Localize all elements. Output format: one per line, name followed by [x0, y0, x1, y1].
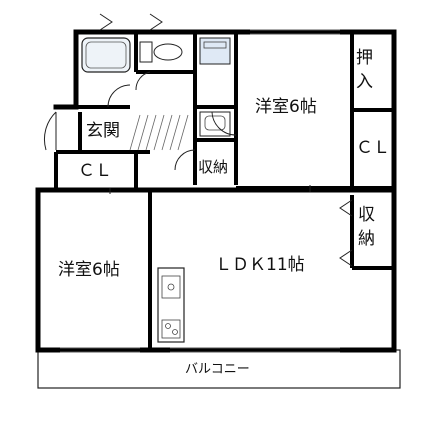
room-label-western-upper: 洋室6帖 [255, 97, 317, 117]
bathtub-icon [81, 37, 131, 73]
doors [43, 13, 237, 171]
room-label-ldk: ＬＤＫ11帖 [215, 255, 305, 275]
room-label-closet-right: ＣＬ [356, 138, 390, 158]
outer-walls [35, 29, 397, 353]
hall-hatching [129, 114, 189, 151]
room-label-oshiire: 押入 [356, 48, 373, 92]
wall-ticks [109, 185, 311, 194]
wash-basin-icon [199, 111, 231, 137]
room-label-storage-ldk: 収納 [358, 205, 375, 249]
room-label-closet-entry: ＣＬ [78, 161, 112, 181]
room-label-genkan: 玄関 [86, 121, 120, 141]
washing-machine-icon [199, 37, 231, 65]
room-label-storage-hall: 収納 [198, 158, 228, 176]
balcony-label: バルコニー [185, 362, 250, 377]
storage-door-marks [339, 199, 353, 267]
kitchen-counter-icon [157, 267, 185, 343]
windows [60, 29, 340, 353]
interior-walls [54, 32, 394, 350]
toilet-icon [139, 41, 183, 63]
room-label-western-left: 洋室6帖 [58, 260, 120, 280]
